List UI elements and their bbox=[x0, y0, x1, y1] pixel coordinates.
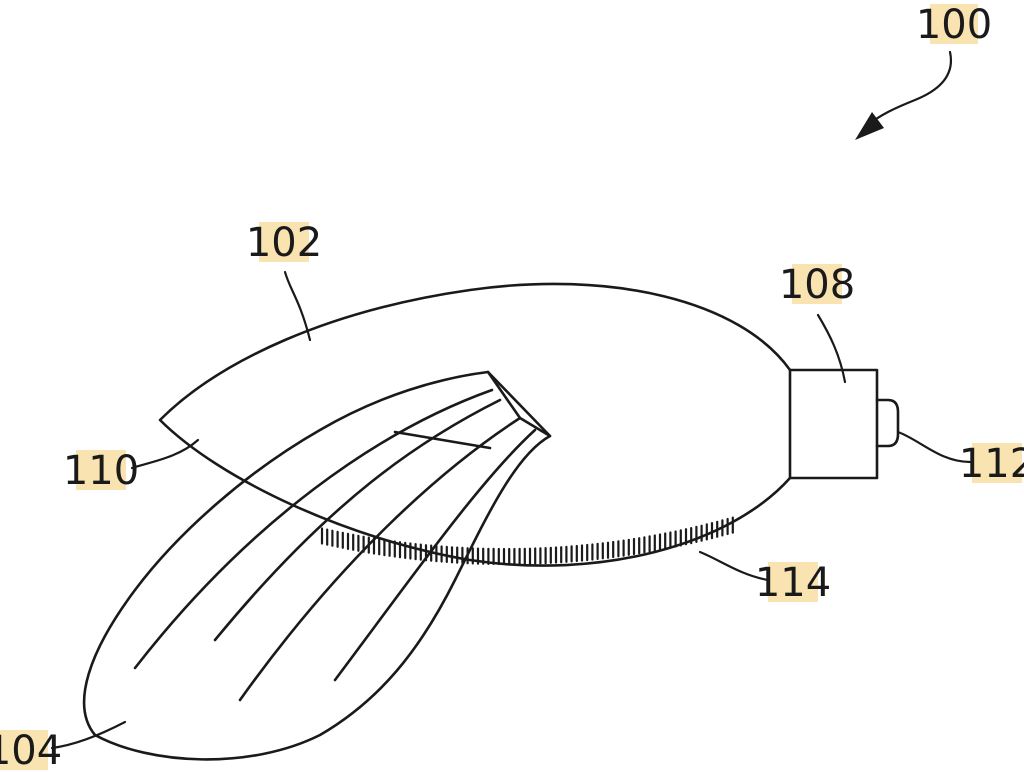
ref-110: 110 bbox=[63, 448, 139, 494]
ref-112: 112 bbox=[959, 441, 1024, 487]
svg-text:102: 102 bbox=[246, 220, 322, 266]
ref-114: 114 bbox=[755, 560, 831, 606]
leader-112 bbox=[896, 430, 972, 464]
svg-text:108: 108 bbox=[779, 262, 855, 308]
bristles bbox=[320, 516, 734, 566]
svg-text:110: 110 bbox=[63, 448, 139, 494]
leader-100 bbox=[866, 50, 953, 127]
ref-108: 108 bbox=[779, 262, 855, 308]
body-outline bbox=[158, 282, 792, 567]
ref-102: 102 bbox=[246, 220, 322, 266]
leader-102 bbox=[283, 270, 312, 342]
leader-110 bbox=[130, 438, 200, 470]
leader-108 bbox=[816, 313, 847, 384]
svg-text:104: 104 bbox=[0, 728, 62, 772]
svg-text:112: 112 bbox=[959, 441, 1024, 487]
svg-text:114: 114 bbox=[755, 560, 831, 606]
leader-114 bbox=[698, 550, 770, 582]
knob bbox=[875, 398, 900, 448]
ref-104: 104 bbox=[0, 728, 62, 772]
arrowhead-100 bbox=[855, 112, 884, 140]
svg-text:100: 100 bbox=[916, 2, 992, 48]
membrane bbox=[82, 370, 552, 761]
leader-104 bbox=[50, 720, 127, 750]
connector-box bbox=[788, 368, 879, 480]
ref-100: 100 bbox=[916, 2, 992, 48]
